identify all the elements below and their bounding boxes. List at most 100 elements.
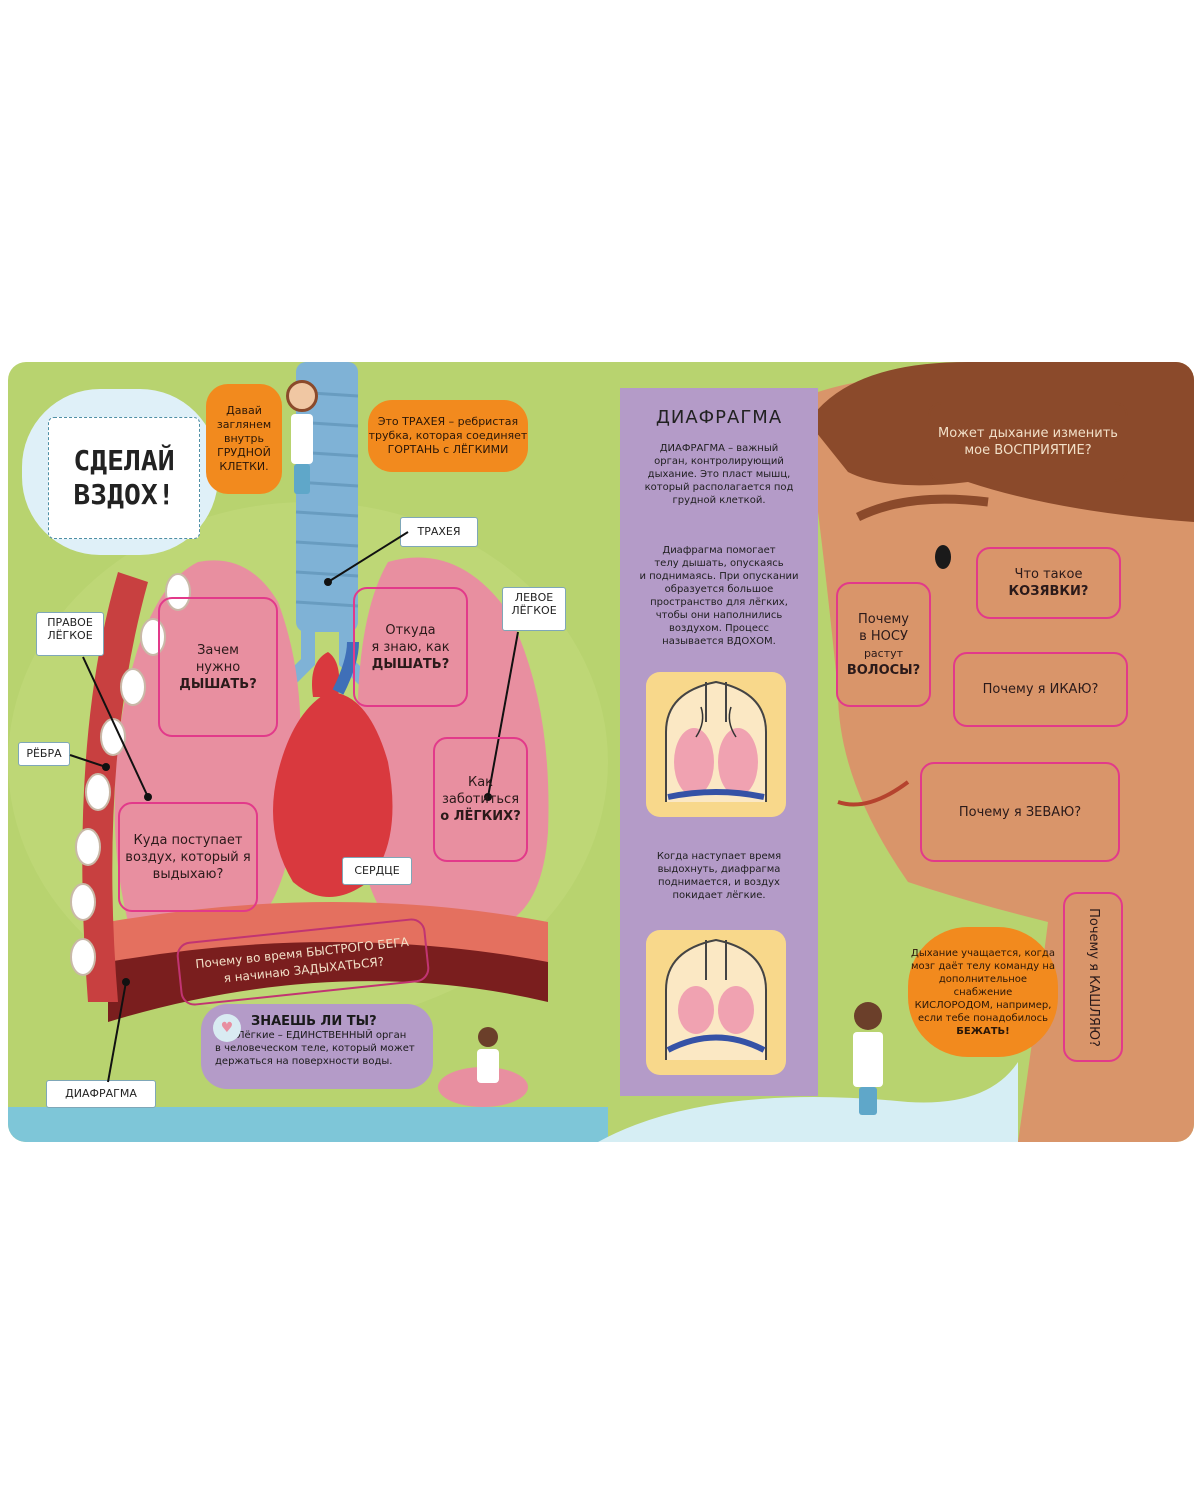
run-bubble-line: КИСЛОРОДОМ, например,: [914, 999, 1052, 1011]
label-heart: СЕРДЦЕ: [342, 857, 412, 885]
title-line-1: СДЕЛАЙ: [73, 444, 175, 477]
diaphragm-paragraph-2: Диафрагма помогает телу дышать, опускаяс…: [620, 544, 818, 648]
did-you-know-text: держаться на поверхности воды.: [215, 1056, 393, 1067]
paragraph-line: ДИАФРАГМА – важный: [659, 443, 779, 454]
trachea-bubble: Это ТРАХЕЯ – ребристая трубка, которая с…: [368, 400, 528, 472]
paragraph-line: грудной клеткой.: [672, 495, 766, 506]
did-you-know-heading: ЗНАЕШЬ ЛИ ТЫ?: [251, 1014, 377, 1029]
run-bubble-line: если тебе понадобилось: [917, 1012, 1049, 1024]
run-bubble-line: мозг даёт телу команду на: [910, 960, 1056, 972]
intro-line: ГРУДНОЙ: [217, 446, 271, 459]
paragraph-line: орган, контролирующий: [654, 456, 784, 467]
label-ribs-text: РЁБРА: [26, 747, 62, 760]
kid-doctor-character: [848, 1002, 888, 1122]
flap-text: нужно: [195, 659, 241, 675]
flap-text: ДЫШАТЬ?: [179, 676, 257, 692]
pointer-trachea: [324, 531, 409, 586]
intro-line: заглянем: [216, 418, 272, 431]
left-lung-shape: [356, 557, 549, 922]
pointer-right-lung: [82, 656, 152, 801]
flap-text: ВОЛОСЫ?: [846, 662, 921, 678]
paragraph-line: чтобы они наполнились: [655, 610, 783, 621]
flap-boogers[interactable]: Что такое КОЗЯВКИ?: [976, 547, 1121, 619]
label-ribs: РЁБРА: [18, 742, 70, 766]
flap-yawn[interactable]: Почему я ЗЕВАЮ?: [920, 762, 1120, 862]
paragraph-line: и поднимаясь. При опускании: [639, 571, 799, 582]
title-card: СДЕЛАЙ ВЗДОХ!: [48, 417, 200, 539]
flap-care-lungs[interactable]: Как заботиться о ЛЁГКИХ?: [433, 737, 528, 862]
pointer-left-lung: [484, 631, 519, 801]
paragraph-line: Диафрагма помогает: [662, 545, 776, 556]
flap-nose-hair[interactable]: Почему в НОСУ растут ВОЛОСЫ?: [836, 582, 931, 707]
paragraph-line: образуется большое: [664, 584, 774, 595]
run-bubble-line: БЕЖАТЬ!: [956, 1025, 1010, 1037]
flap-text: воздух, который я: [125, 849, 251, 865]
paragraph-line: выдохнуть, диафрагма: [657, 864, 781, 875]
run-bubble-line: дополнительное снабжение: [938, 973, 1028, 998]
flap-text: ДЫШАТЬ?: [371, 656, 450, 672]
lungs-mini-icon: ♥: [213, 1014, 241, 1042]
did-you-know-text: Лёгкие – ЕДИНСТВЕННЫЙ орган: [237, 1030, 407, 1041]
inhale-diagram: [646, 672, 786, 817]
trachea-bubble-line: трубка, которая соединяет: [368, 429, 528, 442]
flap-text: Почему я КАШЛЯЮ?: [1085, 907, 1101, 1047]
doctor-character: [285, 380, 319, 494]
run-bubble: Дыхание учащается, когда мозг даёт телу …: [908, 927, 1058, 1057]
label-trachea: ТРАХЕЯ: [400, 517, 478, 547]
flap-perception[interactable]: Может дыхание изменить мое ВОСПРИЯТИЕ?: [928, 402, 1128, 482]
flap-text: Как: [467, 775, 494, 790]
intro-line: внутрь: [223, 432, 265, 445]
flap-hiccup[interactable]: Почему я ИКАЮ?: [953, 652, 1128, 727]
flap-text: Почему я ЗЕВАЮ?: [958, 804, 1082, 820]
label-right-lung-text: ЛЁГКОЕ: [47, 629, 93, 642]
intro-bubble: Давай заглянем внутрь ГРУДНОЙ КЛЕТКИ.: [206, 384, 282, 494]
pointer-diaphragm: [107, 978, 130, 1083]
eye-shape: [935, 545, 951, 569]
label-left-lung-text: ЛЕВОЕ: [514, 591, 554, 604]
label-heart-text: СЕРДЦЕ: [354, 864, 400, 877]
flap-cough[interactable]: Почему я КАШЛЯЮ?: [1063, 892, 1123, 1062]
face-shape: [818, 362, 1194, 1142]
title-line-2: ВЗДОХ!: [73, 478, 175, 511]
flap-text: Зачем: [197, 642, 239, 658]
paragraph-line: который располагается под: [644, 482, 794, 493]
paragraph-line: дыхание. Это пласт мышц,: [647, 469, 791, 480]
heart-shape: [273, 692, 393, 897]
flap-text: Откуда: [385, 622, 436, 638]
label-left-lung-text: ЛЁГКОЕ: [511, 604, 557, 617]
flap-text: в НОСУ: [859, 628, 908, 644]
label-right-lung-text: ПРАВОЕ: [47, 616, 93, 629]
flap-text: Может дыхание изменить: [938, 426, 1118, 441]
paragraph-line: поднимается, и воздух: [658, 877, 780, 888]
label-diaphragm-text: ДИАФРАГМА: [65, 1087, 137, 1100]
trachea-bubble-line: Это ТРАХЕЯ – ребристая: [377, 415, 519, 428]
flap-text: заботиться: [441, 792, 520, 807]
flap-text: Что такое: [1014, 567, 1083, 582]
run-bubble-line: Дыхание учащается, когда: [911, 947, 1055, 959]
label-trachea-text: ТРАХЕЯ: [417, 525, 461, 538]
flap-how-know[interactable]: Откуда я знаю, как ДЫШАТЬ?: [353, 587, 468, 707]
paragraph-line: пространство для лёгких,: [650, 597, 788, 608]
flap-text: мое ВОСПРИЯТИЕ?: [964, 443, 1092, 458]
flap-text: растут: [863, 646, 904, 660]
did-you-know-box: ♥ ЗНАЕШЬ ЛИ ТЫ? Лёгкие – ЕДИНСТВЕННЫЙ ор…: [201, 1004, 433, 1089]
pointer-ribs: [69, 754, 110, 771]
diaphragm-heading: ДИАФРАГМА: [655, 407, 783, 428]
flap-text: выдыхаю?: [152, 866, 224, 882]
label-right-lung: ПРАВОЕ ЛЁГКОЕ: [36, 612, 104, 656]
trachea-bubble-line: ГОРТАНЬ с ЛЁГКИМИ: [387, 443, 509, 456]
diaphragm-paragraph-3: Когда наступает время выдохнуть, диафраг…: [620, 850, 818, 902]
flap-text: Куда поступает: [133, 832, 243, 848]
flap-text: Почему я ИКАЮ?: [982, 682, 1099, 697]
exhale-diagram: [646, 930, 786, 1075]
label-diaphragm: ДИАФРАГМА: [46, 1080, 156, 1108]
paragraph-line: покидает лёгкие.: [672, 890, 766, 901]
flap-text: КОЗЯВКИ?: [1008, 584, 1089, 599]
flap-where-air[interactable]: Куда поступает воздух, который я выдыхаю…: [118, 802, 258, 912]
flap-text: о ЛЁГКИХ?: [440, 809, 521, 824]
ribs-shape: [70, 572, 191, 1002]
flap-text: Почему: [858, 611, 909, 627]
flap-why-breathe[interactable]: Зачем нужно ДЫШАТЬ?: [158, 597, 278, 737]
paragraph-line: называется ВДОХОМ.: [662, 636, 776, 647]
paragraph-line: Когда наступает время: [656, 851, 782, 862]
